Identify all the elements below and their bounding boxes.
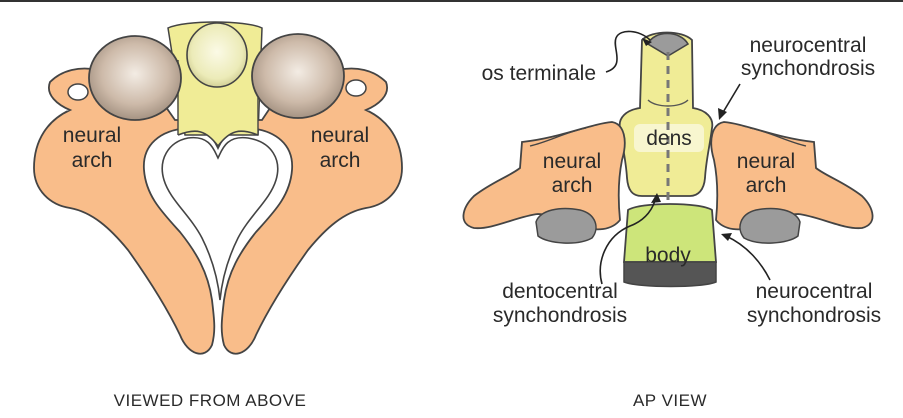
above-dens-tip	[186, 22, 248, 88]
ap-os-terminale	[646, 32, 690, 57]
ap-left-arch-label-1: neural	[543, 150, 601, 173]
os-terminale-label: os terminale	[482, 62, 596, 85]
above-right-arch-label-2: arch	[320, 149, 361, 172]
neurocentral-top-label-1: neurocentral	[750, 34, 867, 57]
ap-body-base	[623, 261, 717, 288]
neurocentral-bottom-label-1: neurocentral	[756, 280, 873, 303]
dens-label: dens	[646, 127, 692, 150]
os-terminale-leader	[605, 30, 651, 73]
ap-dens	[618, 31, 714, 197]
ap-left-arch-label-2: arch	[552, 174, 593, 197]
ap-right-arch-label-1: neural	[737, 150, 795, 173]
above-right-facet	[251, 33, 345, 119]
above-left-arch-label-1: neural	[63, 124, 121, 147]
ap-left-gray-facet	[535, 207, 597, 244]
dentocentral-label-1: dentocentral	[502, 280, 618, 303]
above-view-caption: VIEWED FROM ABOVE	[114, 391, 307, 410]
dentocentral-arrow	[599, 195, 657, 285]
neurocentral-bottom-label-2: synchondrosis	[747, 304, 881, 327]
above-left-arch-label-2: arch	[72, 149, 113, 172]
ap-right-arch-label-2: arch	[746, 174, 787, 197]
above-right-arch-label-1: neural	[311, 124, 369, 147]
above-left-facet	[88, 35, 182, 121]
above-vertebral-canal	[161, 136, 279, 301]
neurocentral-top-label-2: synchondrosis	[741, 57, 875, 80]
neurocentral-top-arrow	[721, 83, 741, 115]
ap-view-caption: AP VIEW	[633, 391, 707, 410]
dentocentral-label-2: synchondrosis	[493, 304, 627, 327]
above-view: neural arch neural arch VIEWED FROM ABOV…	[33, 21, 403, 410]
body-label: body	[645, 244, 691, 267]
top-rule	[0, 0, 903, 2]
ap-right-gray-facet	[739, 207, 801, 244]
neurocentral-bottom-arrow	[725, 235, 771, 281]
ap-view: os terminale neurocentral synchondrosis …	[462, 30, 881, 410]
ap-body	[623, 203, 717, 263]
above-dens-band	[176, 60, 260, 146]
above-left-foramen	[67, 83, 89, 101]
above-right-foramen	[345, 79, 367, 97]
